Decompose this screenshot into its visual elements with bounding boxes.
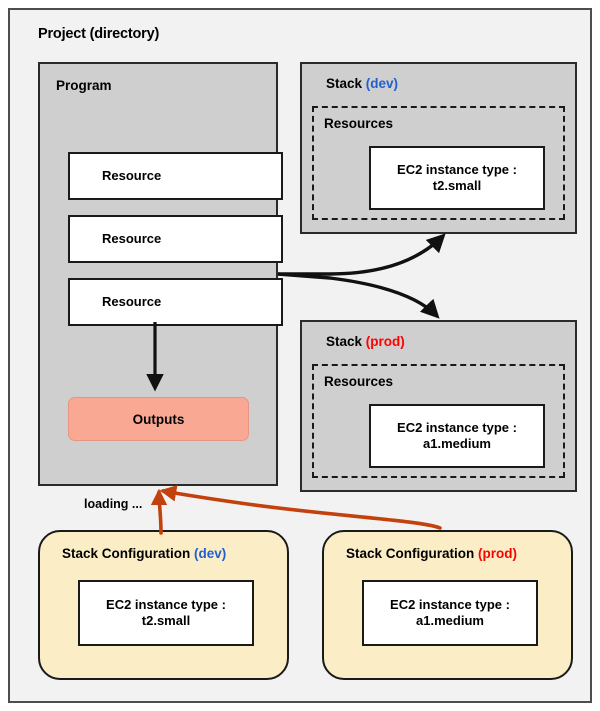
config-prod-ec2-card: EC2 instance type : a1.medium (362, 580, 538, 646)
stack-dev-resources-label: Resources (324, 116, 394, 131)
stack-dev-ec2-line1: EC2 instance type : (397, 161, 517, 177)
project-title: Project (directory) (38, 26, 160, 42)
config-dev-ec2-line2: t2.small (141, 613, 191, 628)
config-dev-title: Stack Configuration (dev) (62, 546, 226, 561)
outputs-label: Outputs (132, 411, 185, 427)
resource-label: Resource (102, 230, 162, 246)
stack-dev-env-badge: (dev) (365, 76, 399, 91)
config-dev-ec2-card: EC2 instance type : t2.small (78, 580, 254, 646)
stack-prod-ec2-line1: EC2 instance type : (397, 419, 517, 435)
stack-panel-dev: Stack (dev) Resources EC2 instance type … (300, 62, 577, 234)
stack-dev-ec2-card: EC2 instance type : t2.small (369, 146, 545, 210)
config-dev-env-badge: (dev) (194, 546, 227, 561)
config-prod-ec2-line2: a1.medium (416, 613, 484, 628)
stack-prod-ec2-line2: a1.medium (423, 436, 491, 451)
program-panel: Program Resource Resource Resource Outpu… (38, 62, 283, 486)
program-title: Program (56, 78, 112, 93)
resource-label: Resource (102, 167, 162, 183)
config-prod-title: Stack Configuration (prod) (346, 546, 517, 561)
stack-dev-resources-group: Resources EC2 instance type : t2.small (312, 106, 565, 220)
stack-prod-ec2-card: EC2 instance type : a1.medium (369, 404, 545, 468)
resource-card-2: Resource (68, 215, 283, 263)
stack-dev-title: Stack (dev) (326, 76, 398, 91)
config-prod-title-text: Stack Configuration (346, 546, 475, 561)
stack-prod-env-badge: (prod) (365, 334, 405, 349)
stack-dev-ec2-line2: t2.small (432, 178, 482, 193)
stack-prod-resources-group: Resources EC2 instance type : a1.medium (312, 364, 565, 478)
resource-card-1: Resource (68, 152, 283, 200)
stack-configuration-prod: Stack Configuration (prod) EC2 instance … (322, 530, 573, 680)
stack-prod-title: Stack (prod) (326, 334, 405, 349)
stack-prod-resources-label: Resources (324, 374, 394, 389)
resource-label: Resource (102, 293, 162, 309)
stack-prod-title-text: Stack (326, 334, 363, 349)
loading-annotation-label: loading ... (84, 497, 143, 511)
stack-configuration-dev: Stack Configuration (dev) EC2 instance t… (38, 530, 289, 680)
config-dev-ec2-line1: EC2 instance type : (106, 596, 226, 612)
outputs-card: Outputs (68, 397, 249, 441)
config-dev-title-text: Stack Configuration (62, 546, 191, 561)
resource-card-3: Resource (68, 278, 283, 326)
stack-dev-title-text: Stack (326, 76, 363, 91)
config-prod-ec2-line1: EC2 instance type : (390, 596, 510, 612)
config-prod-env-badge: (prod) (478, 546, 518, 561)
stack-panel-prod: Stack (prod) Resources EC2 instance type… (300, 320, 577, 492)
